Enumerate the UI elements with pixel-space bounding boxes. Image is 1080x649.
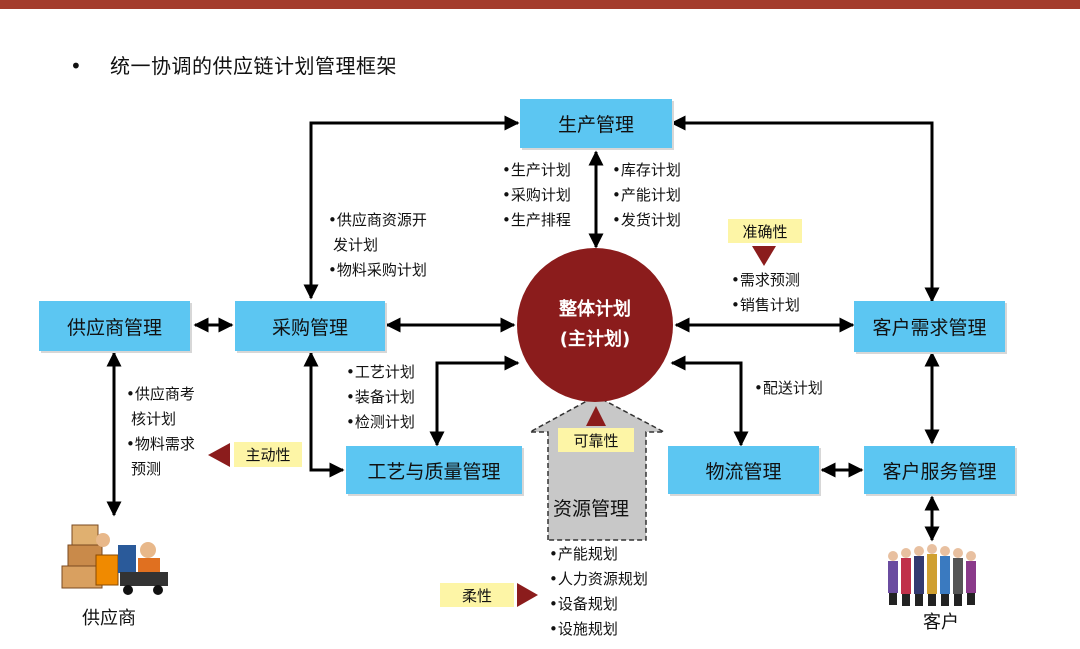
supplier-caption: 供应商	[82, 608, 136, 629]
initiative-tag: 主动性	[234, 442, 302, 467]
list-item: 工艺计划	[346, 360, 415, 385]
production-plans-list: 生产计划 采购计划 生产排程	[502, 158, 571, 233]
list-item: 采购计划	[502, 183, 571, 208]
top-color-bar	[0, 0, 1080, 9]
overall-plan-circle: 整体计划 (主计划)	[517, 248, 673, 402]
page-title: • 统一协调的供应链计划管理框架	[70, 50, 397, 79]
logistics-management-box: 物流管理	[668, 446, 819, 494]
title-bullet: •	[70, 54, 83, 78]
list-item: 装备计划	[346, 385, 415, 410]
overall-plan-title: 整体计划	[559, 299, 631, 320]
delivery-plans-list: 配送计划	[754, 376, 823, 401]
resource-plans-list: 产能规划 人力资源规划 设备规划 设施规划	[549, 542, 648, 642]
supplier-development-list: 供应商资源开 发计划 物料采购计划	[328, 208, 427, 283]
title-text: 统一协调的供应链计划管理框架	[110, 54, 397, 78]
overall-plan-subtitle: (主计划)	[559, 329, 631, 350]
customer-service-management-box: 客户服务管理	[864, 446, 1015, 494]
list-item: 产能计划	[612, 183, 681, 208]
list-item: 库存计划	[612, 158, 681, 183]
process-quality-management-box: 工艺与质量管理	[346, 446, 522, 494]
reliability-triangle	[586, 406, 606, 426]
list-item: 设施规划	[549, 617, 648, 642]
reliability-tag: 可靠性	[558, 428, 634, 452]
accuracy-tag: 准确性	[728, 219, 802, 243]
list-item: 设备规划	[549, 592, 648, 617]
list-item-continued: 发计划	[333, 236, 379, 254]
accuracy-triangle	[752, 246, 776, 266]
list-item: 发货计划	[612, 208, 681, 233]
list-item-continued: 核计划	[131, 410, 177, 428]
supplier-evaluation-list: 供应商考 核计划 物料需求 预测	[126, 382, 195, 482]
initiative-triangle	[208, 443, 230, 467]
resource-management-label: 资源管理	[553, 498, 630, 520]
warehouse-workers-icon	[61, 524, 168, 595]
supplier-management-box: 供应商管理	[39, 301, 190, 351]
list-item: 销售计划	[731, 293, 800, 318]
inventory-plans-list: 库存计划 产能计划 发货计划	[612, 158, 681, 233]
list-item: 生产计划	[502, 158, 571, 183]
flexibility-tag: 柔性	[440, 583, 514, 607]
process-plans-list: 工艺计划 装备计划 检测计划	[346, 360, 415, 435]
customer-demand-management-box: 客户需求管理	[854, 301, 1005, 352]
list-item: 供应商考	[126, 382, 195, 407]
list-item: 产能规划	[549, 542, 648, 567]
list-item: 生产排程	[502, 208, 571, 233]
production-management-box: 生产管理	[520, 99, 672, 148]
list-item: 物料采购计划	[328, 258, 427, 283]
flexibility-triangle	[517, 583, 538, 607]
customer-caption: 客户	[923, 612, 959, 633]
list-item: 配送计划	[754, 376, 823, 401]
list-item: 人力资源规划	[549, 567, 648, 592]
people-group-icon	[888, 544, 976, 606]
list-item: 供应商资源开	[328, 208, 427, 233]
list-item: 物料需求	[126, 432, 195, 457]
list-item-continued: 预测	[131, 460, 162, 478]
purchasing-management-box: 采购管理	[235, 301, 385, 351]
demand-plans-list: 需求预测 销售计划	[731, 268, 800, 318]
list-item: 需求预测	[731, 268, 800, 293]
list-item: 检测计划	[346, 410, 415, 435]
